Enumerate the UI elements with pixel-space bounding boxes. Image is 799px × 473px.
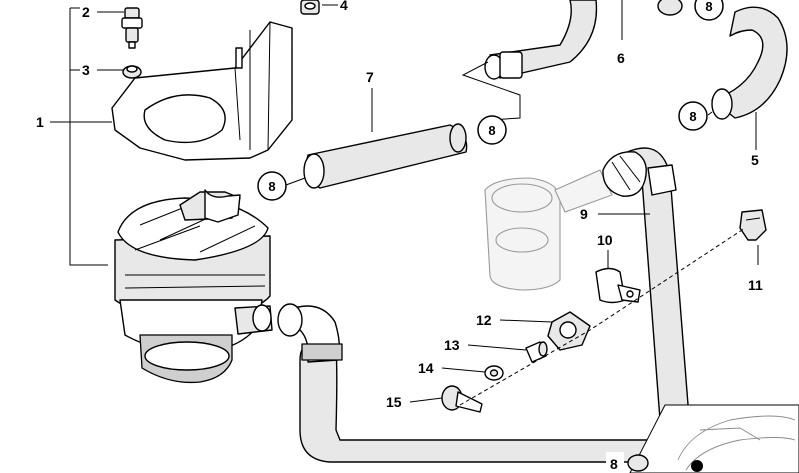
sleeve-part-13 [525,341,548,363]
bolt-part-2 [121,7,143,49]
callout-8-top-right: 8 [694,0,724,21]
label-part-3: 3 [82,62,90,78]
label-part-11: 11 [748,277,763,293]
callout-8-bottom: 8 [606,452,624,473]
leader-lines [50,0,759,403]
label-part-2: 2 [82,4,90,20]
label-part-1: 1 [36,114,44,130]
label-part-5: 5 [751,152,759,168]
label-part-14: 14 [418,360,434,376]
air-valve-background [484,169,613,291]
clip-part-11 [739,209,767,241]
callout-8-right: 8 [678,101,708,131]
label-part-13: 13 [444,337,460,353]
callout-8-left-text: 8 [268,179,275,194]
callout-8-top-right-text: 8 [705,0,712,14]
label-part-15: 15 [386,394,402,410]
assembly-axis-lines [459,227,746,406]
mounting-bracket [111,21,293,161]
label-part-7: 7 [366,69,374,85]
hose-part-6 [484,0,598,80]
vehicle-location-thumbnail [629,404,799,473]
callout-8-left: 8 [257,171,287,201]
bolt-part-15 [441,385,483,413]
label-part-4: 4 [340,0,348,13]
washer-part-14 [484,365,504,381]
label-part-9: 9 [580,206,588,222]
label-part-10: 10 [597,232,613,248]
grommet-part-12 [547,311,591,351]
callout-8-center: 8 [477,115,507,145]
nut-part-4 [300,0,320,15]
label-part-6: 6 [617,50,625,66]
hose-part-9 [277,147,691,463]
secondary-air-pump [114,189,273,384]
callout-8-center-text: 8 [488,123,495,138]
label-part-12: 12 [476,312,492,328]
clamp-bottom [627,454,649,472]
clamp-top [657,0,683,16]
hose-part-7 [303,123,468,189]
holder-part-10 [595,267,641,304]
nut-part-3 [122,65,142,79]
callout-8-bottom-text: 8 [610,456,618,472]
hose-part-5 [711,6,788,120]
callout-8-right-text: 8 [689,109,696,124]
